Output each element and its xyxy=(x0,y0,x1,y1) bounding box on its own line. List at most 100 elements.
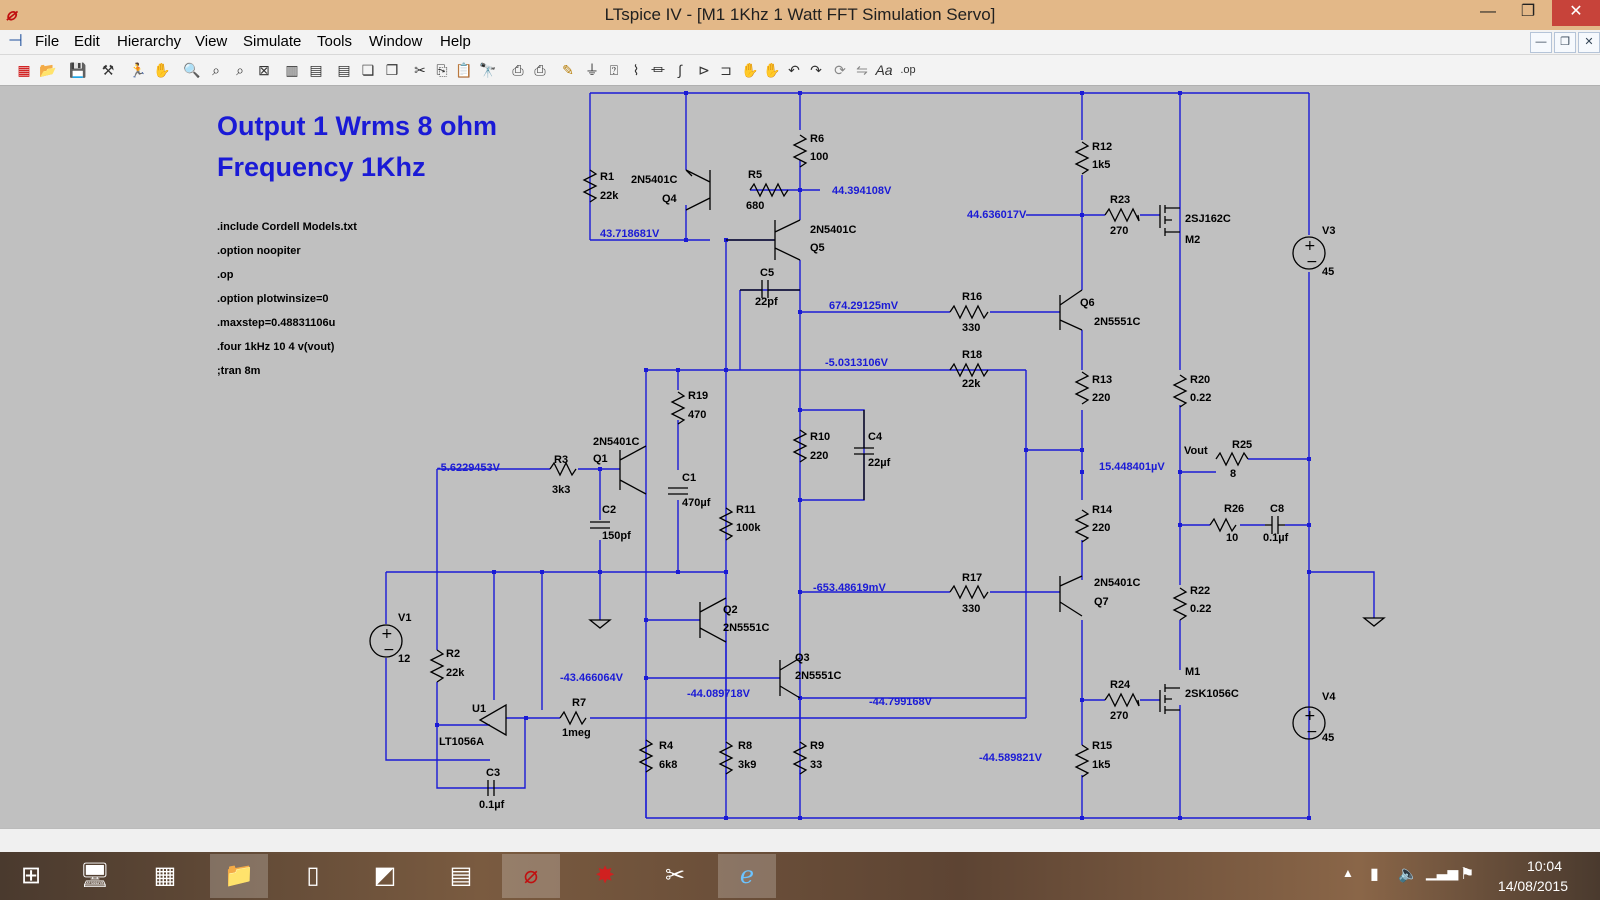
r13-label: R13 xyxy=(1092,374,1112,386)
r18-symbol xyxy=(949,362,989,378)
pan-hand-icon[interactable]: ✋ xyxy=(153,62,171,78)
menu-tools[interactable]: Tools xyxy=(317,33,353,50)
directive-1[interactable]: .include Cordell Models.txt xyxy=(217,221,357,233)
q5-label: Q5 xyxy=(810,242,825,254)
menu-edit[interactable]: Edit xyxy=(74,33,100,50)
menu-simulate[interactable]: Simulate xyxy=(243,33,302,50)
notepad-icon[interactable]: ◩ xyxy=(373,862,397,889)
menu-window[interactable]: Window xyxy=(369,33,423,50)
paint-splash-icon[interactable]: ✸ xyxy=(594,862,616,889)
menu-hierarchy[interactable]: Hierarchy xyxy=(117,33,182,50)
print-setup-icon[interactable]: ⎙ xyxy=(512,62,524,78)
junction-dot xyxy=(798,498,802,502)
r7-label: R7 xyxy=(572,697,586,709)
inductor-icon[interactable]: ∫ xyxy=(678,62,682,78)
maximize-button[interactable]: ❐ xyxy=(1520,3,1536,20)
paste-icon[interactable]: 📋 xyxy=(455,62,473,78)
r6-value: 100 xyxy=(810,151,828,163)
c2-label: C2 xyxy=(602,504,616,516)
calculator-icon[interactable]: ▤ xyxy=(449,862,473,889)
spice-directive-icon[interactable]: .op xyxy=(900,64,916,76)
ltspice-taskbar-icon[interactable]: ⌀ xyxy=(502,854,560,898)
cascade-icon[interactable]: ❏ xyxy=(361,62,375,78)
schematic-canvas[interactable]: +− +− +− Output 1 Wrms 8 ohm Frequency 1… xyxy=(0,86,1600,828)
run-icon[interactable]: 🏃 xyxy=(129,62,147,78)
tile-icon[interactable]: ▤ xyxy=(309,62,323,78)
close-button[interactable]: ✕ xyxy=(1552,0,1600,26)
volume-icon[interactable]: 🔈 xyxy=(1398,866,1418,883)
directive-4[interactable]: .option plotwinsize=0 xyxy=(217,293,329,305)
capacitor-icon[interactable]: ⏛ xyxy=(651,62,665,78)
print-icon[interactable]: ⎙ xyxy=(534,62,546,78)
menu-view[interactable]: View xyxy=(195,33,228,50)
copy-icon[interactable]: ⎘ xyxy=(436,62,448,78)
zoom-in-icon[interactable]: 🔍 xyxy=(183,62,201,78)
tile-horizontal-icon[interactable]: ▤ xyxy=(337,62,351,78)
resistor-icon[interactable]: ⌇ xyxy=(632,62,640,78)
tile-vertical-icon[interactable]: ▥ xyxy=(285,62,299,78)
rotate-icon[interactable]: ⟳ xyxy=(834,62,846,78)
redo-icon[interactable]: ↷ xyxy=(810,62,822,78)
power-icon[interactable]: ▮ xyxy=(1370,866,1379,883)
show-hidden-icons-icon[interactable]: ▲ xyxy=(1342,866,1354,880)
spice-directives[interactable]: .include Cordell Models.txt .option noop… xyxy=(217,221,357,377)
mirror-icon[interactable]: ⇋ xyxy=(856,62,868,78)
snipping-tool-icon[interactable]: ✂ xyxy=(664,862,686,889)
clock-date[interactable]: 14/08/2015 xyxy=(1497,878,1568,894)
new-schematic-icon[interactable]: ▦ xyxy=(17,62,31,78)
mdi-restore-button[interactable]: ❐ xyxy=(1554,32,1576,53)
junction-dot xyxy=(1080,698,1084,702)
directive-2[interactable]: .option noopiter xyxy=(217,245,301,257)
ltspice-icon[interactable]: ⌀ xyxy=(6,5,17,25)
r4-symbol xyxy=(638,739,654,773)
file-explorer-icon[interactable]: 📁 xyxy=(210,854,268,898)
open-icon[interactable]: 📂 xyxy=(39,62,57,78)
minimize-button[interactable]: — xyxy=(1480,3,1496,20)
node-voltage-2: 43.718681V xyxy=(600,228,660,240)
undo-icon[interactable]: ↶ xyxy=(788,62,800,78)
r16-symbol xyxy=(949,304,989,320)
component-icon[interactable]: ⊐ xyxy=(720,62,732,78)
zoom-out-icon[interactable]: ⌕ xyxy=(236,62,244,78)
draw-wire-icon[interactable]: ✎ xyxy=(562,62,574,78)
directive-7[interactable]: ;tran 8m xyxy=(217,365,261,377)
firewall-icon[interactable]: ▦ xyxy=(153,862,177,889)
start-windows-icon[interactable]: ⊞ xyxy=(20,862,42,889)
directive-5[interactable]: .maxstep=0.48831106u xyxy=(217,317,335,329)
mdi-close-button[interactable]: ✕ xyxy=(1578,32,1600,53)
junction-dot xyxy=(1080,213,1084,217)
mdi-doc-icon[interactable]: ⊣ xyxy=(8,31,23,50)
menu-file[interactable]: File xyxy=(35,33,60,50)
ground-icon[interactable]: ⏚ xyxy=(585,62,599,78)
clock-time[interactable]: 10:04 xyxy=(1526,858,1562,874)
document-icon[interactable]: ▯ xyxy=(306,862,320,889)
drag-icon[interactable]: ✋ xyxy=(763,62,781,78)
directive-3[interactable]: .op xyxy=(217,269,234,281)
directive-6[interactable]: .four 1kHz 10 4 v(vout) xyxy=(217,341,335,353)
q7-symbol xyxy=(1059,575,1083,617)
close-all-icon[interactable]: ❐ xyxy=(385,62,399,78)
internet-explorer-icon[interactable]: ℯ xyxy=(718,854,776,898)
r26-label: R26 xyxy=(1224,503,1244,515)
junction-dot xyxy=(724,570,728,574)
node-voltage-5: -5.0313106V xyxy=(825,357,889,369)
menu-help[interactable]: Help xyxy=(440,33,471,50)
cut-icon[interactable]: ✂ xyxy=(414,62,426,78)
mdi-minimize-button[interactable]: — xyxy=(1530,32,1552,53)
find-icon[interactable]: 🔭 xyxy=(479,62,497,78)
action-center-flag-icon[interactable]: ⚑ xyxy=(1460,866,1475,883)
diode-icon[interactable]: ⊳ xyxy=(698,62,710,78)
move-icon[interactable]: ✋ xyxy=(741,62,759,78)
zoom-fit-icon[interactable]: ⊠ xyxy=(258,62,270,78)
save-icon[interactable]: 💾 xyxy=(69,62,87,78)
text-icon[interactable]: Aa xyxy=(875,62,893,78)
zoom-area-icon[interactable]: ⌕ xyxy=(212,62,220,78)
r14-label: R14 xyxy=(1092,504,1113,516)
label-net-icon[interactable]: ⍰ xyxy=(609,62,619,78)
network-icon[interactable]: ▁▃▅ xyxy=(1426,864,1459,880)
r8-symbol xyxy=(718,741,734,775)
q7-model: 2N5401C xyxy=(1094,577,1141,589)
remote-desktop-icon[interactable]: 🖥 xyxy=(79,862,111,889)
control-panel-icon[interactable]: ⚒ xyxy=(101,62,115,78)
ground-1-symbol xyxy=(588,619,612,629)
